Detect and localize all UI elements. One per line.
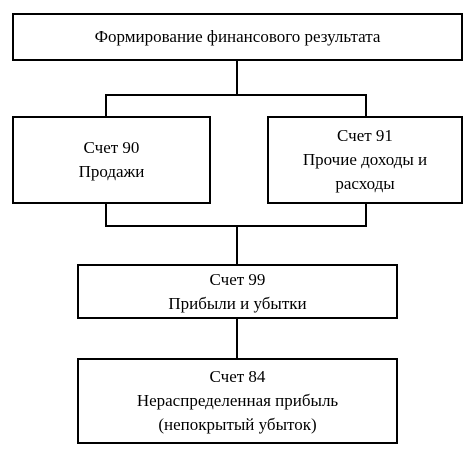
account-91-box: Счет 91 Прочие доходы и расходы [267,116,463,204]
connector-to-99 [236,225,238,264]
connector-split-bar [105,94,367,96]
connector-99-to-84 [236,319,238,358]
financial-result-box: Формирование финансового результата [12,13,463,61]
account-84-number: Счет 84 [209,367,266,386]
connector-from-91 [365,204,367,226]
connector-to-91 [365,94,367,116]
account-91-number: Счет 91 [337,126,393,145]
account-99-box: Счет 99 Прибыли и убытки [77,264,398,319]
connector-from-90 [105,204,107,226]
account-99-title: Прибыли и убытки [168,293,307,313]
account-84-title-line2: (непокрытый убыток) [158,415,317,434]
account-84-title-line1: Нераспределенная прибыль [136,391,339,410]
financial-result-label: Формирование финансового результата [94,27,381,46]
account-90-box: Счет 90 Продажи [12,116,211,204]
account-90-title: Продажи [78,162,145,181]
account-90-number: Счет 90 [83,138,140,157]
connector-to-90 [105,94,107,116]
connector-top-stem [236,61,238,95]
account-99-number: Счет 99 [209,269,266,289]
account-84-box: Счет 84 Нераспределенная прибыль (непокр… [77,358,398,444]
account-91-title-line1: Прочие доходы и [302,150,428,169]
account-91-title-line2: расходы [335,174,395,193]
